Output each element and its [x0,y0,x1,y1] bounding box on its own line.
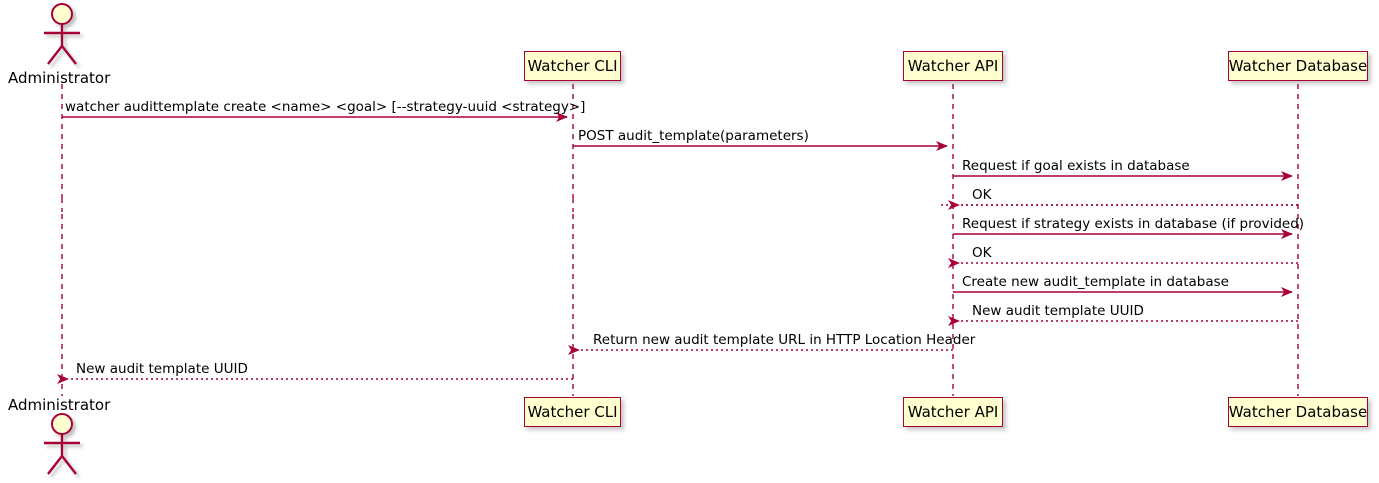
message-text: Request if strategy exists in database (… [962,216,1305,232]
participant-label: Watcher CLI [527,402,618,421]
participant-box-watcher-database-top[interactable]: Watcher Database [1228,51,1368,81]
participant-box-watcher-api-top[interactable]: Watcher API [903,51,1003,81]
message-label-7: Create new audit_template in database [962,274,1229,290]
participant-label: Watcher Database [1228,56,1368,75]
message-label-3: Request if goal exists in database [962,158,1190,174]
message-text: New audit template UUID [76,361,248,377]
message-text: POST audit_template(parameters) [578,128,809,144]
lifeline-repair [61,198,574,212]
participant-label: Watcher Database [1228,402,1368,421]
actor-body-icon [44,434,80,475]
participant-label: Watcher API [907,402,999,421]
message-label-9: Return new audit template URL in HTTP Lo… [593,332,976,348]
message-label-1: watcher audittemplate create <name> <goa… [65,99,586,115]
mask-rect [0,198,940,212]
message-label-4: OK [972,187,992,203]
message-label-2: POST audit_template(parameters) [578,128,809,144]
participant-label: Watcher CLI [527,56,618,75]
actor-head-icon [51,413,73,435]
message-text: watcher audittemplate create <name> <goa… [65,99,586,115]
message-label-6: OK [972,245,992,261]
actor-name: Administrator [8,69,111,87]
message-label-10: New audit template UUID [76,361,248,377]
message-label-5: Request if strategy exists in database (… [962,216,1305,232]
message-text: Create new audit_template in database [962,274,1229,290]
actor-label-administrator-bottom: Administrator [8,396,110,414]
actor-name: Administrator [8,396,111,414]
message-text: OK [972,245,992,261]
actor-administrator-top [44,3,80,65]
message-text: New audit template UUID [972,303,1144,319]
participant-box-watcher-api-bottom[interactable]: Watcher API [903,397,1003,427]
message-label-8: New audit template UUID [972,303,1144,319]
participant-box-watcher-database-bottom[interactable]: Watcher Database [1228,397,1368,427]
lifelines [61,84,1299,396]
actor-body-icon [44,24,80,65]
actor-label-administrator-top: Administrator [8,69,110,87]
message-text: Request if goal exists in database [962,158,1190,174]
participant-box-watcher-cli-bottom[interactable]: Watcher CLI [524,397,621,427]
message-text: OK [972,187,992,203]
actor-head-icon [51,3,73,25]
actor-administrator-bottom [44,413,80,475]
participant-label: Watcher API [907,56,999,75]
participant-box-watcher-cli-top[interactable]: Watcher CLI [524,51,621,81]
message-text: Return new audit template URL in HTTP Lo… [593,332,976,348]
